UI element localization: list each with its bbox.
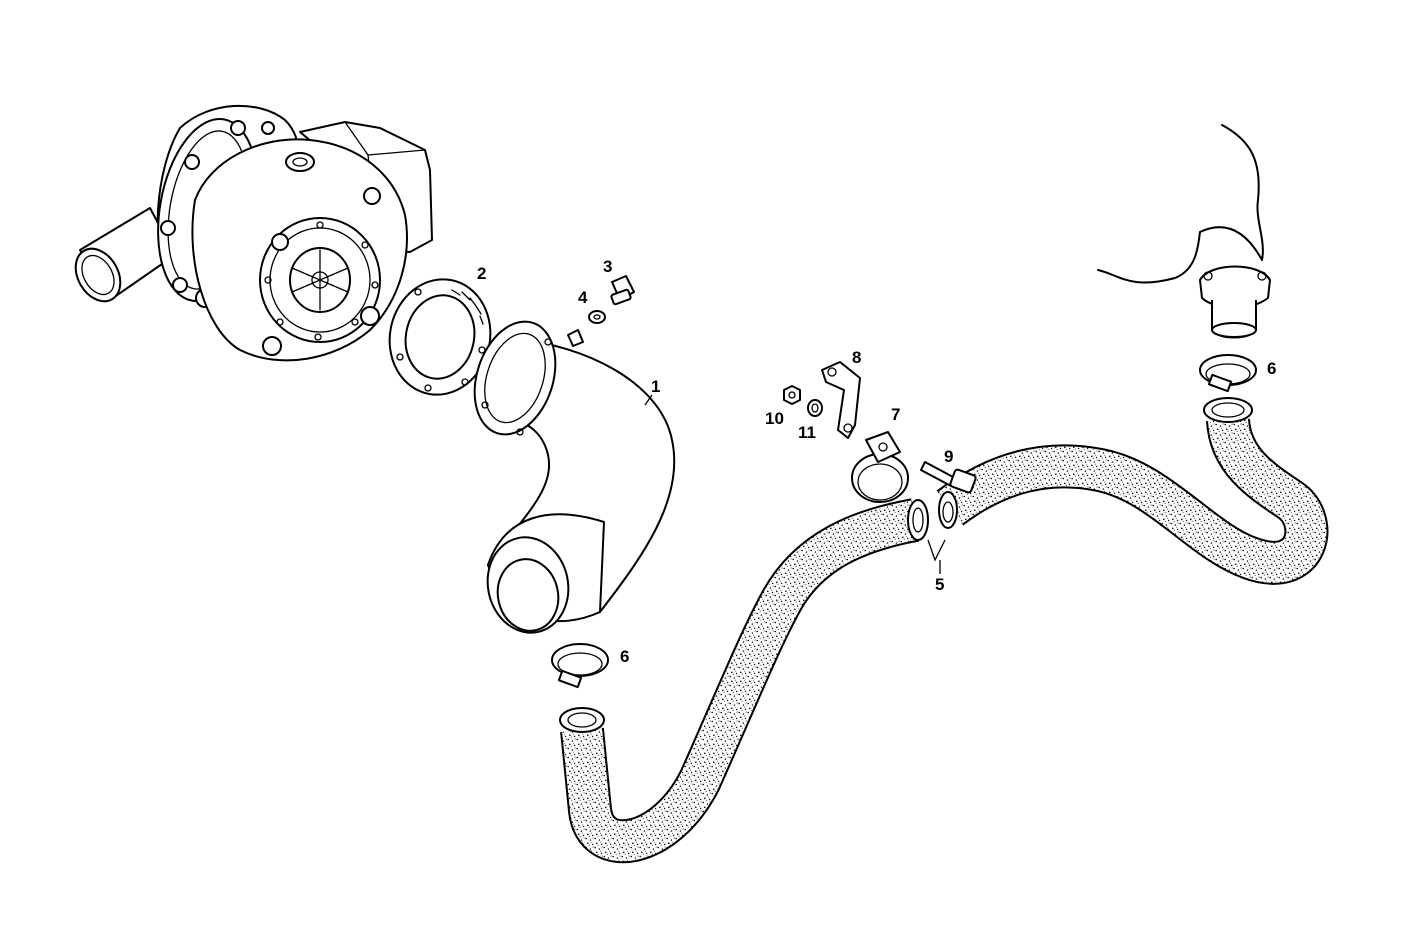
callouts: 1 2 3 4 5 6 6 7 8 9 10 11	[477, 257, 1276, 666]
lock-washer	[807, 399, 823, 417]
hose-clamp-lower	[551, 643, 609, 689]
callout-5: 5	[935, 575, 944, 594]
callout-6-upper: 6	[1267, 359, 1276, 378]
turbocharger	[74, 104, 433, 362]
callout-3: 3	[603, 257, 612, 276]
nut	[783, 385, 801, 405]
callout-11: 11	[798, 423, 816, 442]
callout-7: 7	[891, 405, 900, 424]
callout-1: 1	[651, 377, 660, 396]
callout-2: 2	[477, 264, 486, 283]
callout-4: 4	[578, 288, 588, 307]
washer	[588, 310, 606, 324]
callout-8: 8	[852, 348, 861, 367]
elbow-pipe	[473, 320, 676, 634]
pipe-clamp	[851, 431, 909, 503]
gasket	[388, 278, 492, 396]
leader-lines	[644, 394, 946, 574]
bolt	[920, 461, 977, 494]
callout-10: 10	[765, 409, 784, 428]
hose-clamp-upper	[1199, 354, 1257, 393]
outlet-housing	[1097, 124, 1271, 339]
callout-9: 9	[944, 447, 953, 466]
hose-upper	[936, 397, 1329, 585]
turbine-wheel	[291, 249, 349, 311]
screw	[610, 275, 635, 306]
callout-6-lower: 6	[620, 647, 629, 666]
hose-lower	[559, 498, 929, 864]
bracket	[821, 361, 861, 439]
